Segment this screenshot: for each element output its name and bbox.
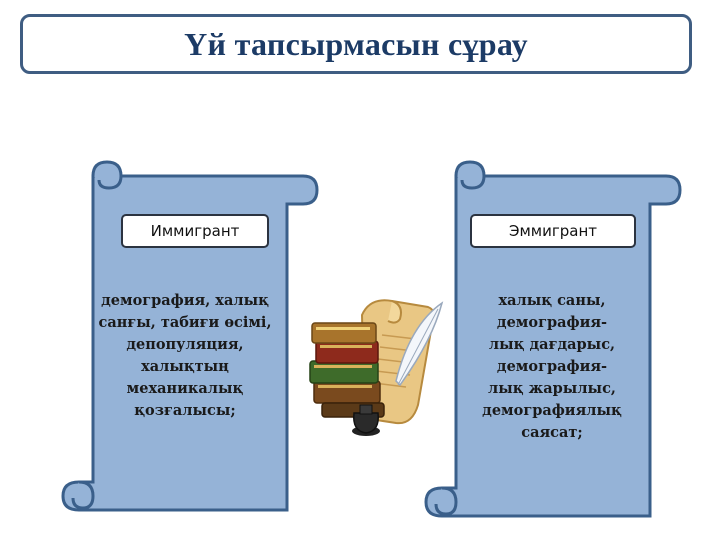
right-line-1: халық саны, bbox=[498, 292, 606, 309]
emigrant-label: Эммигрант bbox=[470, 214, 636, 248]
right-line-4: демография- bbox=[496, 358, 608, 375]
right-line-7: саясат; bbox=[521, 424, 583, 441]
scroll-shape-right bbox=[424, 160, 682, 518]
right-line-3: лық дағдарыс, bbox=[488, 336, 616, 353]
scroll-shape-left bbox=[61, 160, 319, 512]
right-scroll-text: халық саны, демография- лық дағдарыс, де… bbox=[462, 290, 642, 444]
left-line-6: қозғалысы; bbox=[134, 402, 236, 419]
left-line-3: депопуляция, bbox=[126, 336, 244, 353]
books-and-quill-icon bbox=[300, 285, 460, 445]
left-line-5: механикалық bbox=[126, 380, 244, 397]
right-line-2: демография- bbox=[496, 314, 608, 331]
left-scroll: Иммигрант демография, халық санғы, табиғ… bbox=[55, 158, 321, 522]
right-line-6: демографиялық bbox=[482, 402, 622, 419]
title-banner: Үй тапсырмасын сұрау bbox=[20, 14, 692, 74]
page-title: Үй тапсырмасын сұрау bbox=[184, 25, 528, 62]
right-scroll: Эммигрант халық саны, демография- лық да… bbox=[418, 158, 684, 522]
left-line-1: демография, халық bbox=[101, 292, 269, 309]
right-line-5: лық жарылыс, bbox=[488, 380, 616, 397]
left-scroll-text: демография, халық санғы, табиғи өсімі, д… bbox=[95, 290, 275, 422]
immigrant-label: Иммигрант bbox=[121, 214, 269, 248]
left-line-2: санғы, табиғи өсімі, bbox=[98, 314, 272, 331]
left-line-4: халықтың bbox=[141, 358, 229, 375]
